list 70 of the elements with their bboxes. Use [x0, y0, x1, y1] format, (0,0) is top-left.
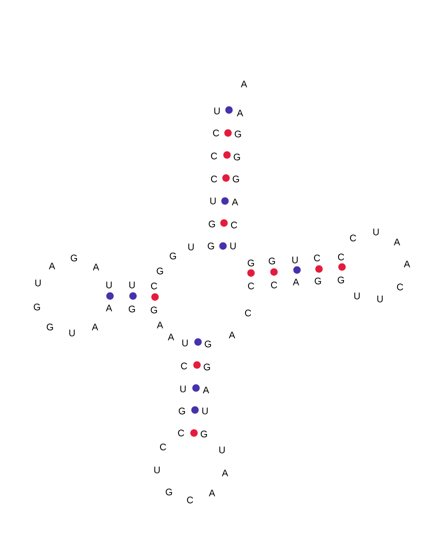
- nucleotide-letter: G: [178, 408, 185, 414]
- nucleotide-letter: G: [46, 324, 53, 330]
- nucleotide-letter: U: [292, 256, 298, 264]
- nucleotide-letter: A: [222, 470, 228, 476]
- nucleotide-letter: C: [211, 152, 218, 160]
- nucleotide-letter: A: [236, 110, 244, 116]
- nucleotide-letter: A: [156, 322, 164, 328]
- nucleotide-letter: U: [214, 108, 220, 114]
- nucleotide-letter: C: [160, 444, 166, 450]
- nucleotide-letter: G: [200, 430, 207, 438]
- nucleotide-letter: A: [240, 80, 248, 88]
- nucleotide-letter: G: [204, 340, 211, 348]
- nucleotide-letter: A: [106, 304, 112, 312]
- nucleotide-letter: C: [213, 130, 220, 136]
- nucleotide-letter: G: [208, 242, 214, 250]
- nucleotide-letter: C: [314, 254, 320, 262]
- nucleotide-letter: C: [245, 310, 252, 316]
- nucleotide-letter: U: [182, 340, 188, 346]
- nucleotide-letter: A: [404, 260, 410, 268]
- nucleotide-letter: G: [234, 130, 241, 138]
- nucleotide-letter: C: [350, 234, 356, 242]
- nucleotide-letter: C: [181, 362, 188, 370]
- nucleotide-letter: U: [154, 466, 160, 474]
- nucleotide-letter: A: [394, 238, 400, 246]
- nucleotide-letter: G: [208, 220, 215, 228]
- nucleotide-letter: A: [48, 262, 56, 270]
- nucleotide-letter: U: [69, 330, 75, 336]
- nucleotide-letter: U: [129, 282, 135, 288]
- nucleotide-letter: A: [202, 386, 210, 394]
- nucleotide-letter: G: [338, 276, 344, 284]
- nucleotide-letter: A: [92, 264, 100, 270]
- nucleotide-letter: A: [208, 490, 216, 496]
- nucleotide-letter: G: [234, 154, 240, 160]
- nucleotide-letter: U: [210, 198, 216, 204]
- nucleotide-letter: C: [187, 496, 194, 504]
- nucleotide-letter: G: [170, 252, 176, 260]
- nucleotide-letter: U: [180, 386, 186, 392]
- nucleotide-letter: G: [128, 306, 135, 312]
- nucleotide-letter: C: [231, 222, 238, 228]
- nucleotide-letter: U: [202, 408, 208, 414]
- nucleotide-letter: C: [178, 430, 184, 436]
- nucleotide-letter: G: [232, 176, 239, 182]
- nucleotide-letter: C: [397, 284, 404, 290]
- nucleotide-letter: C: [271, 282, 278, 288]
- nucleotide-letter: U: [35, 280, 41, 286]
- nucleotide-letter: U: [188, 244, 194, 250]
- nucleotide-letter: U: [354, 292, 360, 300]
- nucleotide-letter: G: [150, 306, 157, 314]
- nucleotide-letter: C: [151, 282, 158, 290]
- nucleotide-letter: U: [106, 282, 112, 288]
- nucleotide-letter: A: [92, 324, 98, 330]
- nucleotide-letter: A: [168, 334, 174, 340]
- nucleotide-letter: C: [248, 282, 254, 290]
- nucleotide-letter: G: [34, 304, 40, 310]
- nucleotide-letter: G: [204, 364, 210, 370]
- nucleotide-letter: A: [232, 198, 238, 206]
- nucleotide-letter: G: [156, 268, 163, 274]
- nucleotide-letter: G: [70, 254, 77, 262]
- nucleotide-letter: C: [338, 254, 344, 260]
- nucleotide-letter: U: [230, 242, 236, 250]
- nucleotide-letter: U: [377, 296, 383, 302]
- nucleotide-letter: G: [166, 488, 172, 496]
- nucleotide-letter: G: [248, 260, 254, 266]
- nucleotide-letter: U: [373, 228, 379, 236]
- nucleotide-letter: G: [314, 278, 321, 284]
- nucleotide-letter: U: [219, 446, 225, 454]
- nucleotide-letter: A: [228, 332, 236, 338]
- nucleotide-letter: C: [211, 176, 218, 182]
- nucleotide-letter: A: [292, 278, 300, 286]
- nucleotide-letter: G: [268, 258, 275, 264]
